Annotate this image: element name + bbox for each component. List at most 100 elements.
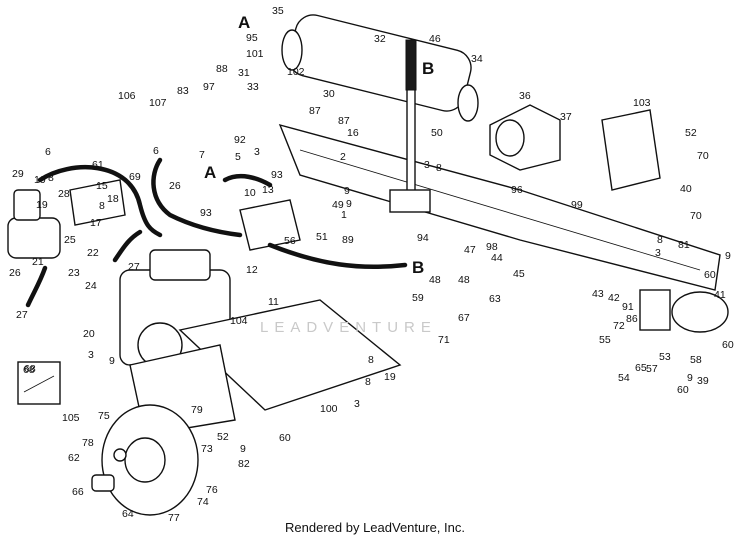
callout-19: 19 (384, 371, 396, 383)
callout-8: 8 (368, 354, 374, 366)
watermark: LEADVENTURE (260, 319, 437, 336)
callout-16: 16 (347, 127, 359, 139)
pump (7, 179, 126, 259)
footer-credit: Rendered by LeadVenture, Inc. (285, 520, 465, 535)
callout-83: 83 (177, 85, 189, 97)
callout-60: 60 (704, 269, 716, 281)
callout-31: 31 (238, 67, 250, 79)
callout-89: 89 (342, 234, 354, 246)
hitch (639, 289, 729, 333)
connection-marker-b: B (412, 258, 424, 277)
callout-100: 100 (320, 403, 338, 415)
callout-107: 107 (149, 97, 167, 109)
callout-28: 28 (58, 188, 70, 200)
callout-40: 40 (680, 183, 692, 195)
callout-10: 10 (244, 187, 256, 199)
callout-69: 69 (129, 171, 141, 183)
callout-26: 26 (169, 180, 181, 192)
callout-25: 25 (64, 234, 76, 246)
callout-102: 102 (287, 66, 305, 78)
callout-104: 104 (230, 315, 248, 327)
callout-51: 51 (316, 231, 328, 243)
callout-41: 41 (714, 289, 726, 301)
callout-26: 26 (9, 267, 21, 279)
callout-63: 63 (489, 293, 501, 305)
callout-68: 68 (23, 364, 35, 376)
callout-8: 8 (99, 200, 105, 212)
callout-61: 61 (92, 159, 104, 171)
callout-43: 43 (592, 288, 604, 300)
callout-37: 37 (560, 111, 572, 123)
callout-23: 23 (68, 267, 80, 279)
callout-53: 53 (659, 351, 671, 363)
callout-77: 77 (168, 512, 180, 524)
callout-101: 101 (246, 48, 264, 60)
callout-21: 21 (32, 256, 44, 268)
callout-95: 95 (246, 32, 258, 44)
callout-19: 19 (34, 174, 46, 186)
callout-62: 62 (68, 452, 80, 464)
callout-94: 94 (417, 232, 429, 244)
callout-9: 9 (687, 372, 693, 384)
callout-91: 91 (622, 301, 634, 313)
callout-2: 2 (340, 151, 346, 163)
callout-57: 57 (646, 363, 658, 375)
callout-64: 64 (122, 508, 134, 520)
callout-9: 9 (109, 355, 115, 367)
callout-93: 93 (271, 169, 283, 181)
callout-74: 74 (197, 496, 209, 508)
callout-24: 24 (85, 280, 97, 292)
callout-8: 8 (657, 234, 663, 246)
callout-97: 97 (203, 81, 215, 93)
callout-32: 32 (374, 33, 386, 45)
callout-17: 17 (90, 217, 102, 229)
hose-right (267, 242, 408, 270)
callout-9: 9 (346, 198, 352, 210)
callout-9: 9 (240, 443, 246, 455)
return-hose (25, 265, 48, 308)
suction-hose (112, 229, 143, 263)
callout-35: 35 (272, 5, 284, 17)
callout-11: 11 (268, 296, 279, 308)
callout-29: 29 (12, 168, 24, 180)
callout-5: 5 (235, 151, 241, 163)
callout-45: 45 (513, 268, 525, 280)
callout-54: 54 (618, 372, 630, 384)
callout-93: 93 (200, 207, 212, 219)
wedge (489, 104, 561, 171)
callout-48: 48 (458, 274, 470, 286)
callout-88: 88 (216, 63, 228, 75)
callout-75: 75 (98, 410, 110, 422)
callout-105: 105 (62, 412, 80, 424)
callout-13: 13 (262, 184, 274, 196)
callout-9: 9 (725, 250, 731, 262)
hose-top (222, 173, 273, 188)
callout-72: 72 (613, 320, 625, 332)
callout-42: 42 (608, 292, 620, 304)
end-plate (601, 109, 661, 191)
callout-48: 48 (429, 274, 441, 286)
connection-marker-b: B (422, 59, 434, 78)
callout-87: 87 (309, 105, 321, 117)
frame (129, 299, 402, 436)
wheel (91, 404, 199, 516)
callout-3: 3 (88, 349, 94, 361)
callout-76: 76 (206, 484, 218, 496)
callout-8: 8 (436, 162, 442, 174)
callout-12: 12 (246, 264, 258, 276)
callout-86: 86 (626, 313, 638, 325)
callout-36: 36 (519, 90, 531, 102)
callout-30: 30 (323, 88, 335, 100)
callout-60: 60 (677, 384, 689, 396)
callout-27: 27 (128, 261, 140, 273)
callout-7: 7 (199, 149, 205, 161)
valve (239, 199, 301, 251)
callout-82: 82 (238, 458, 250, 470)
callout-34: 34 (471, 53, 483, 65)
callout-39: 39 (697, 375, 709, 387)
callout-6: 6 (153, 145, 159, 157)
callout-55: 55 (599, 334, 611, 346)
callout-47: 47 (464, 244, 476, 256)
callout-8: 8 (365, 376, 371, 388)
